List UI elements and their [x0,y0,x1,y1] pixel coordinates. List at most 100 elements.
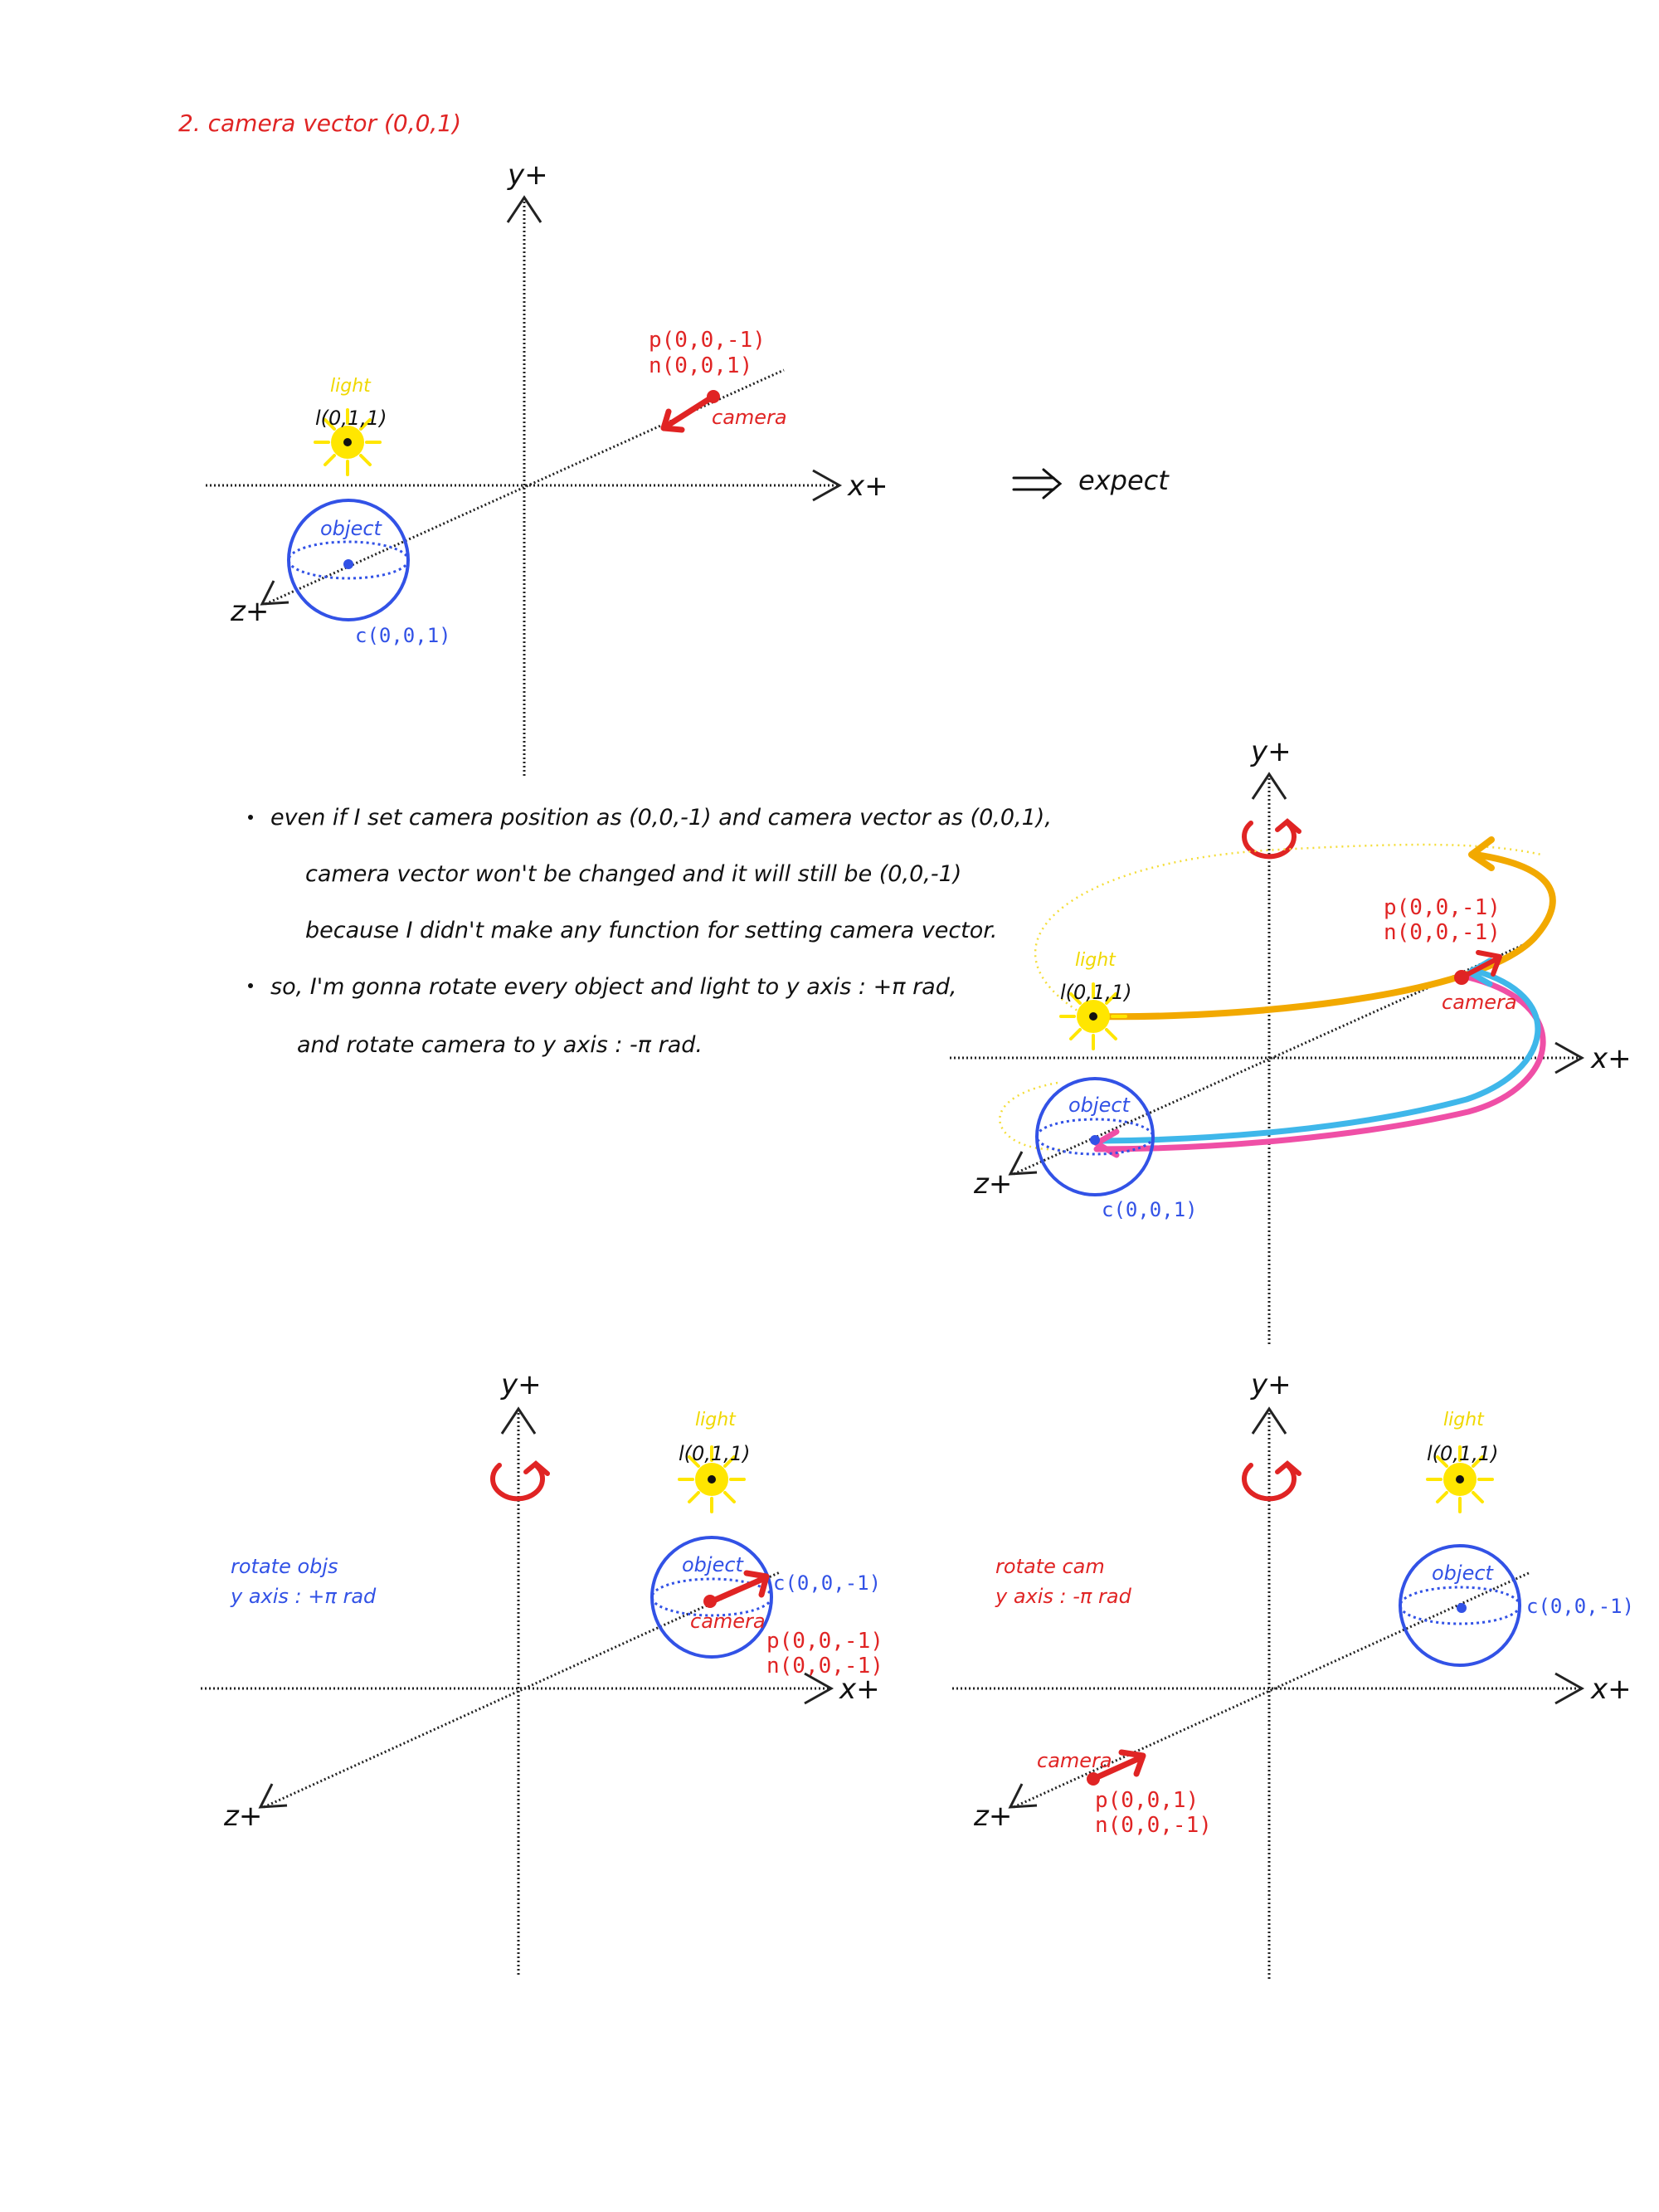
y-arrowhead-icon [500,1406,537,1435]
x-arrowhead-icon [1554,1672,1585,1705]
camera-position-label: p(0,0,-1) [766,1629,883,1654]
y-axis-label: y+ [1250,735,1292,768]
object-label: object [1068,1094,1131,1117]
axes [206,199,838,776]
y-arrowhead-icon [1251,1406,1287,1435]
camera-normal-label: n(0,0,-1) [766,1654,883,1678]
diagram-rotate-objects: y+ x+ z+ rotate objs y axis : +π rad lig… [201,1368,883,1975]
note-line-3: because I didn't make any function for s… [305,918,997,943]
axis-arrowheads [260,195,843,606]
z-axis-line [1013,1571,1531,1809]
notes-block: even if I set camera position as (0,0,-1… [248,805,1052,1058]
object-sphere [1035,1077,1155,1196]
camera-label: camera [712,406,787,429]
z-axis-label: z+ [230,595,269,628]
light-coordinate: l(0,1,1) [1427,1442,1498,1465]
camera-normal-label: n(0,0,-1) [1095,1813,1212,1838]
camera-position-label: p(0,0,-1) [1384,895,1501,920]
camera-position-label: p(0,0,1) [1095,1788,1199,1813]
diagram-expected-rotation: y+ x+ z+ [950,735,1632,1344]
note-line-1: even if I set camera position as (0,0,-1… [270,805,1052,831]
x-axis-label: x+ [1590,1042,1632,1075]
camera-normal-label: n(0,0,-1) [1384,920,1501,945]
double-arrow-icon [1012,468,1063,499]
expect-label: expect [1078,465,1170,496]
z-axis-label: z+ [223,1800,262,1833]
light-coordinate: l(0,1,1) [1060,981,1131,1004]
y-axis-label: y+ [500,1368,542,1401]
camera-label: camera [690,1610,766,1633]
x-arrowhead-icon [812,469,843,502]
axis-arrowheads [1008,772,1585,1176]
note-line-4: so, I'm gonna rotate every object and li… [270,974,956,1000]
step-note-line-1: rotate cam [995,1555,1105,1578]
camera-label: camera [1037,1749,1112,1772]
object-label: object [320,517,383,540]
y-arrowhead-icon [1251,772,1287,800]
y-arrowhead-icon [506,195,542,223]
diagram-camera-setup: y+ x+ z+ light l(0,1,1) obj [206,158,888,776]
z-arrowhead-icon [1008,1151,1038,1176]
x-arrowhead-icon [804,1672,834,1705]
x-axis-label: x+ [1590,1673,1632,1706]
light-orbit-path [1034,843,1542,1018]
light-sun-icon [1426,1445,1494,1513]
object-center-label: c(0,0,1) [1102,1198,1198,1221]
object-label: object [682,1553,745,1576]
light-label: light [1075,950,1117,971]
camera-normal-label: n(0,0,1) [649,353,752,378]
x-axis-label: x+ [847,470,888,503]
camera-marker [660,390,720,433]
light-coordinate: l(0,1,1) [679,1442,750,1465]
z-arrowhead-icon [258,1783,288,1809]
z-axis-label: z+ [973,1167,1012,1201]
step-note-line-2: y axis : -π rad [995,1585,1132,1608]
y-axis-label: y+ [507,158,548,192]
note-line-5: and rotate camera to y axis : -π rad. [297,1032,703,1058]
light-coordinate: l(0,1,1) [315,407,387,430]
step-note-line-1: rotate objs [231,1555,338,1578]
light-sun-icon [1059,982,1127,1050]
light-sun-icon [678,1445,746,1513]
light-label: light [330,376,372,397]
object-orbit-path [999,1081,1061,1151]
bullet-icon [248,983,253,988]
expect-arrow: expect [1012,465,1170,499]
object-center-label: c(0,0,-1) [773,1571,881,1595]
camera-position-label: p(0,0,-1) [649,328,766,353]
rotate-y-icon [1242,1460,1301,1502]
x-axis-label: x+ [839,1673,880,1706]
y-axis-label: y+ [1250,1368,1292,1401]
object-center-label: c(0,0,-1) [1526,1595,1634,1618]
object-sphere [1399,1544,1521,1667]
camera-marker [1087,1749,1146,1786]
camera-label: camera [1442,991,1517,1014]
rotate-y-icon [490,1460,550,1502]
axes [952,1411,1580,1979]
axis-arrowheads [1008,1406,1585,1809]
z-arrowhead-icon [260,580,289,606]
light-label: light [1443,1410,1485,1430]
light-label: light [695,1410,737,1430]
page-title: 2. camera vector (0,0,1) [178,110,461,137]
note-line-2: camera vector won't be changed and it wi… [305,861,961,887]
step-note-line-2: y axis : +π rad [230,1585,377,1608]
z-axis-label: z+ [973,1800,1012,1833]
object-sphere [287,499,410,621]
bullet-icon [248,815,253,820]
z-arrowhead-icon [1008,1783,1038,1809]
axis-arrowheads [258,1406,834,1809]
diagram-rotate-camera: y+ x+ z+ rotate cam y axis : -π rad ligh… [952,1368,1634,1979]
object-label: object [1432,1562,1495,1585]
z-axis-line [263,1571,781,1809]
axes [201,1411,830,1975]
rotate-y-icon [1242,818,1301,860]
camera-marker [1454,950,1502,985]
light-sun-icon [314,408,382,476]
z-axis-line [1013,940,1531,1176]
object-center-label: c(0,0,1) [355,624,451,647]
x-arrowhead-icon [1554,1041,1585,1074]
axes [950,776,1580,1344]
camera-marker [703,1570,770,1608]
